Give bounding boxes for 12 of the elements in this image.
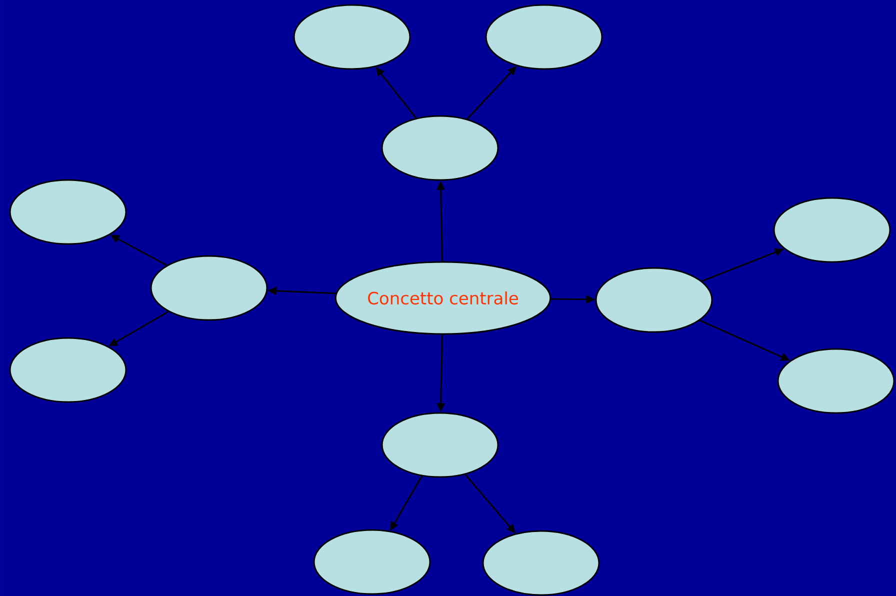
empty-ellipse (773, 197, 891, 263)
empty-ellipse (9, 179, 127, 245)
empty-ellipse (150, 255, 268, 321)
empty-ellipse (381, 115, 499, 181)
empty-ellipse (777, 348, 895, 414)
empty-ellipse (381, 412, 499, 478)
empty-ellipse (293, 4, 411, 70)
empty-ellipse (595, 267, 713, 333)
empty-ellipse (482, 530, 600, 596)
empty-ellipse (313, 529, 431, 595)
empty-ellipse (9, 337, 127, 403)
empty-ellipse (485, 4, 603, 70)
